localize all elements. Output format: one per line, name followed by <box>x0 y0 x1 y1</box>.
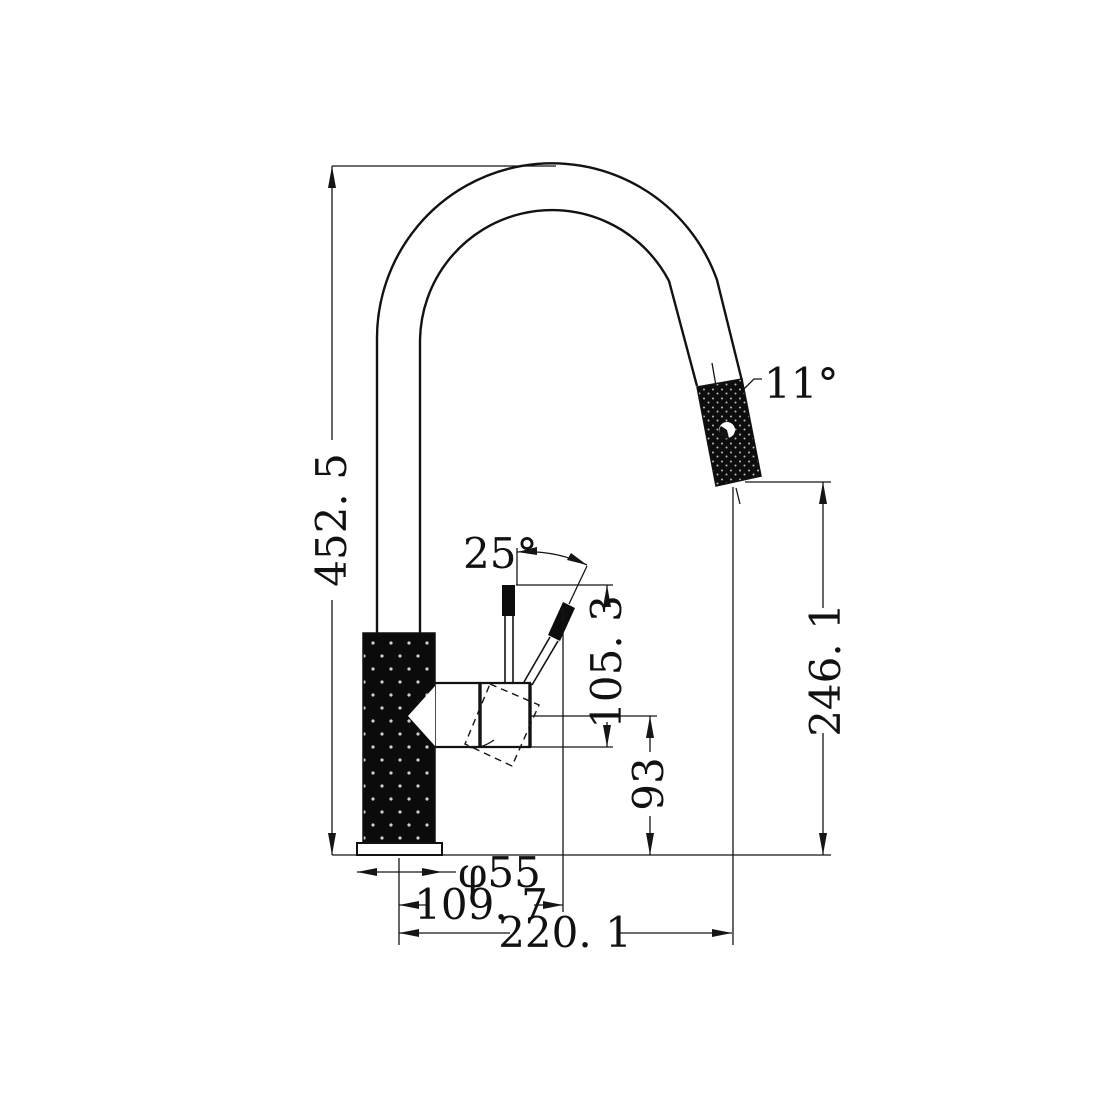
dim-label-outlet-height: 93 <box>624 757 673 810</box>
dim-label-handle-reach: 109. 7 <box>414 880 548 929</box>
extension-lines <box>332 165 831 945</box>
handle-tip-tilted <box>548 602 575 641</box>
dimension-outlet-height: 93 <box>624 716 673 855</box>
arrow-down <box>328 833 336 855</box>
dimension-spout-to-counter: 246. 1 <box>801 482 850 855</box>
arrow-left <box>357 868 377 876</box>
arrow-arc-start <box>517 547 537 555</box>
spout-outer-curve <box>375 162 744 382</box>
dimension-total-height: 452. 5 <box>307 166 356 855</box>
faucet-column <box>362 632 436 844</box>
arrow-up <box>328 166 336 188</box>
arrow-left <box>399 901 419 909</box>
arrow-right <box>422 868 442 876</box>
valve-swing-arc <box>466 739 495 749</box>
dim-label-total-height: 452. 5 <box>307 453 356 587</box>
arrow-down <box>603 725 611 747</box>
arrow-down <box>646 833 654 855</box>
dimension-handle-height: 105. 3 <box>582 585 631 747</box>
faucet-body <box>356 162 762 856</box>
arrow-up <box>603 585 611 607</box>
dimension-handle-reach: 109. 7 <box>399 880 563 929</box>
dimension-handle-angle: 25° <box>463 529 588 578</box>
valve-body-dashed <box>464 683 540 767</box>
spout-inner-curve <box>418 208 699 387</box>
arrow-arc-end <box>567 553 587 565</box>
handle-stem-tilted-right <box>531 640 559 686</box>
arrow-right <box>712 929 732 937</box>
arrow-up <box>819 482 827 504</box>
leader-line <box>743 378 762 390</box>
dimension-base-diameter: φ55 <box>357 848 541 897</box>
dim-label-spout-reach: 220. 1 <box>498 908 632 957</box>
dim-label-spray-angle: 11° <box>764 359 838 408</box>
dim-label-base-diameter: φ55 <box>458 848 541 897</box>
arrow-left <box>399 929 419 937</box>
arrow-up <box>646 716 654 738</box>
dim-label-handle-height: 105. 3 <box>582 595 631 729</box>
base-flange <box>356 842 443 856</box>
arrow-right <box>543 901 563 909</box>
spray-head-axis-dash-bottom <box>735 487 741 505</box>
spray-head-axis-dash-top <box>711 362 717 387</box>
column-notch <box>408 686 435 746</box>
handle-tip-vertical <box>502 585 515 616</box>
handle-stem-tilted-left <box>523 636 551 683</box>
arrow-down <box>819 833 827 855</box>
dim-label-handle-angle: 25° <box>463 529 537 578</box>
dimension-spout-reach: 220. 1 <box>399 908 732 957</box>
spray-head-button-mark <box>719 426 729 439</box>
dim-label-spout-to-counter: 246. 1 <box>801 603 850 737</box>
dimension-spray-angle: 11° <box>743 359 838 408</box>
